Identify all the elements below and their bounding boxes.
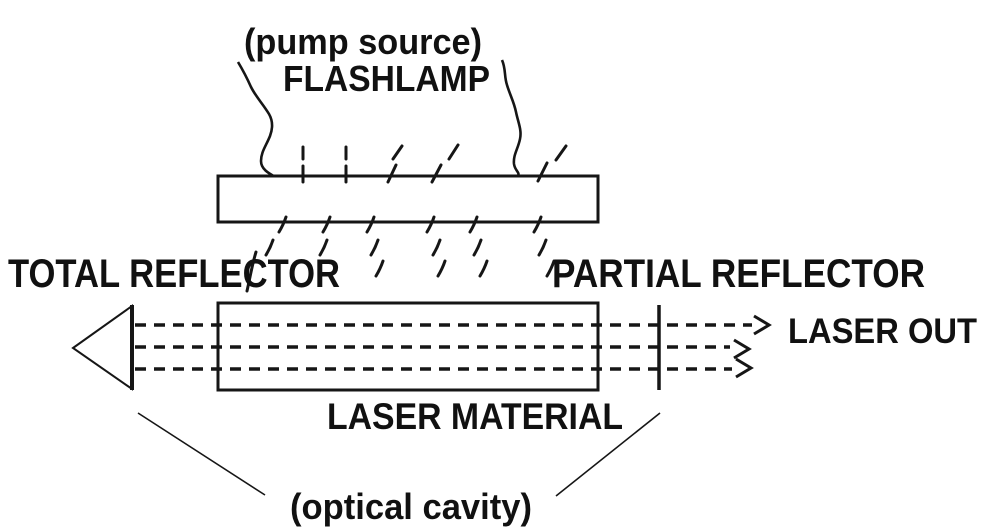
flashlamp-label: FLASHLAMP	[283, 58, 490, 99]
total-reflector-prism	[71, 304, 134, 391]
flashlamp-tube	[216, 174, 600, 224]
laser-material-label: LASER MATERIAL	[327, 396, 623, 437]
left-squiggle-line	[236, 61, 278, 180]
pump-light-rays-below	[245, 215, 556, 293]
optical-cavity-label: (optical cavity)	[290, 486, 532, 527]
optical-cavity-callout	[137, 412, 661, 497]
right-squiggle-line	[500, 59, 522, 180]
prism-triangle	[71, 304, 133, 391]
arrowhead-top	[753, 314, 772, 336]
laser-beams-dashed	[135, 323, 752, 371]
total-reflector-label: TOTAL REFLECTOR	[8, 252, 340, 296]
cavity-callout-line-left	[137, 412, 266, 496]
pump-source-label: (pump source)	[244, 21, 482, 62]
cavity-callout-line-right	[555, 412, 661, 497]
laser-out-label: LASER OUT	[788, 312, 977, 351]
partial-reflector-label: PARTIAL REFLECTOR	[552, 252, 925, 296]
pump-light-rays-above	[301, 143, 568, 184]
arrowhead-middle	[733, 338, 752, 360]
laser-output-arrows	[733, 314, 772, 379]
arrowhead-bottom	[735, 357, 754, 379]
